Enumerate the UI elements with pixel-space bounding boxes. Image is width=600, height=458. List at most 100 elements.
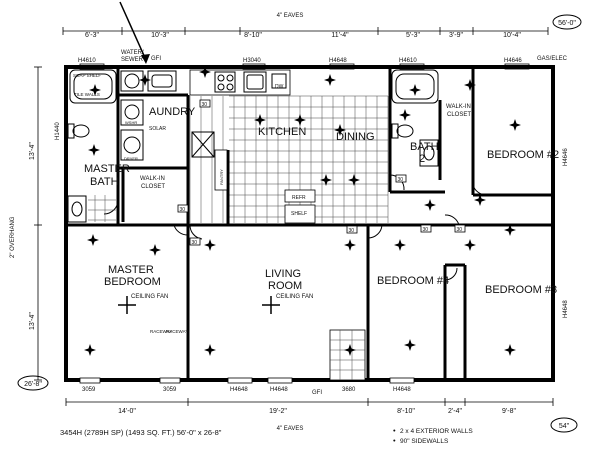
bedroom4-label: BEDROOM #4 [377,275,449,287]
vent-box [395,174,407,183]
light-fixture-icon [204,239,216,251]
gfi-top-label: GFI [151,56,161,62]
bottom-dimension-ticks [65,398,554,406]
light-fixture-icon [199,66,211,78]
corner-badge [550,417,578,433]
bath2-toilet [391,123,414,139]
light-fixture-icon [424,199,436,211]
bedroom3-label: BEDROOM #3 [485,284,557,296]
light-fixture-icon [464,239,476,251]
pointer-arrowhead [141,54,150,64]
dw-label: DW [275,84,284,90]
window-h4648-b2: H4648 [270,387,288,393]
utility-box [191,131,215,158]
kitchen-tile-grid [189,95,389,223]
vent-box-label: 30 [192,240,198,246]
refr-label: REFR [292,195,306,201]
light-fixture-icon [504,224,516,236]
vent-box [420,224,432,233]
light-fixtures [84,66,521,356]
washer [120,99,144,126]
vent-box-label: 30 [180,207,186,213]
window-h4648-top: H4648 [329,58,347,64]
laundry-sink [147,70,177,92]
window-h4648-b1: H4648 [230,387,248,393]
kitchen-counter [189,69,291,96]
pantry [214,149,228,191]
vent-box-label: 30 [457,227,463,233]
light-fixture-icon [394,239,406,251]
light-fixture-icon [294,114,306,126]
light-fixture-icon [399,109,411,121]
water-sewer-label-2: SEWER [121,57,144,63]
vent-box-label: 30 [423,227,429,233]
tile-walls-label: TILE WALLS [74,92,100,97]
left-dim-2: 13'-4" [29,312,36,330]
vent-box [199,99,211,108]
master-bath-label-1: MASTER [84,163,130,175]
depth-badge [17,375,49,391]
window-3059-left: 3059 [82,387,96,393]
walk-in-closet-b2-label-2: CLOSET [447,112,471,118]
laundry-label: AUNDRY [149,106,196,118]
gas-elec-label: GAS/ELEC [537,56,568,62]
water-sewer-label-1: WATER/ [121,50,144,56]
light-fixture-icon [404,339,416,351]
bottom-dim-5: 9'-8" [502,408,516,415]
window-h1440: H1440 [55,122,61,140]
light-fixture-icon [149,244,161,256]
left-dim-1: 13'-4" [29,142,36,160]
eaves-bottom-label: 4" EAVES [277,426,304,432]
washer-label: WSHR [125,120,137,125]
width-badge [552,14,582,30]
dining-label: DINING [336,131,375,143]
raceway-label-2: RACEWAY [166,329,188,334]
ceiling-fan-living-label: CEILING FAN [276,294,313,300]
vent-box-label: 30 [202,102,208,108]
window-h4610-right: H4610 [399,58,417,64]
raceway-label-1: RACEWAY [150,329,172,334]
ceiling-fan-living-icon [262,296,280,314]
bath2-tub [391,69,439,104]
walk-in-closet-master-label-2: CLOSET [141,184,165,190]
light-fixture-icon [87,234,99,246]
window-h4646-side: H4646 [563,148,569,166]
ceiling-fan-master-label: CEILING FAN [131,294,168,300]
top-dim-2: 10'-3" [151,32,169,39]
top-dim-3: 8'-10" [244,32,262,39]
master-bedroom-label-1: MASTER [108,264,154,276]
dryer-label: DRYER [124,156,138,161]
overhang-label: 2" OVERHANG [10,216,16,258]
wall-note-bullet-1: • [393,426,396,435]
interior-walls [66,67,553,380]
bottom-dim-2: 19'-2" [269,408,287,415]
door-3680: 3680 [342,387,356,393]
water-heater [120,70,144,92]
light-fixture-icon [409,84,421,96]
width-badge-label: 56'-0" [558,20,576,27]
wall-note-2: 90" SIDEWALLS [400,438,449,445]
light-fixture-icon [464,79,476,91]
ceiling-fan-master-icon [118,296,136,314]
wall-note-1: 2 x 4 EXTERIOR WALLS [400,428,473,435]
top-dim-1: 6'-3" [85,32,99,39]
light-fixture-icon [474,194,486,206]
bottom-windows [79,377,415,384]
top-dim-4: 11'-4" [331,32,349,39]
living-room-label-1: LIVING [265,268,301,280]
door-swings [103,174,488,281]
window-h3040: H3040 [243,58,261,64]
master-bath-label-2: BATH [90,176,119,188]
depth-badge-label: 26'-8" [24,381,42,388]
dryer [120,129,144,161]
vent-box [189,237,201,246]
solar-label: SOLAR [149,126,166,132]
model-note: 3454H (2789H SP) (1493 SQ. FT.) 56'-0" x… [60,428,222,437]
bottom-dim-3: 8'-10" [397,408,415,415]
light-fixture-icon [88,144,100,156]
vent-box [346,225,358,234]
master-bath-tile [88,195,116,222]
shelf [284,204,316,224]
light-fixture-icon [334,124,346,136]
